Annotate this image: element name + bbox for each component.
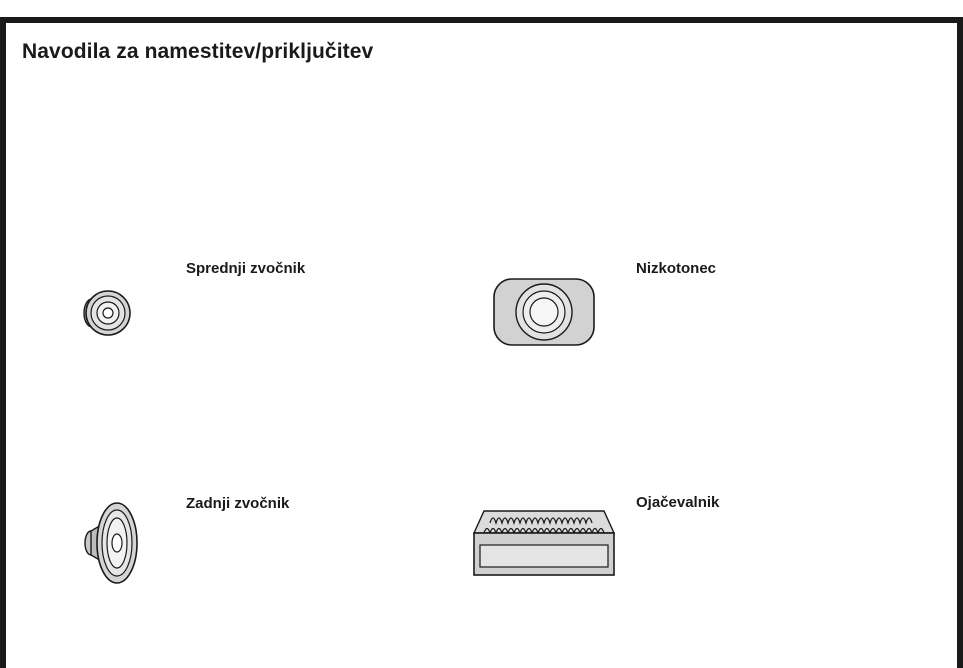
rear-speaker-label: Zadnji zvočnik [186, 495, 290, 512]
front-speaker-label: Sprednji zvočnik [186, 260, 306, 277]
page-title: Navodila za namestitev/priključitev [22, 40, 374, 63]
subwoofer-icon [493, 278, 595, 346]
rear-speaker-icon [84, 502, 138, 584]
front-speaker-icon [83, 290, 131, 336]
subwoofer-label: Nizkotonec [636, 260, 717, 277]
amplifier-icon [472, 510, 616, 576]
amplifier-label: Ojačevalnik [636, 494, 720, 511]
